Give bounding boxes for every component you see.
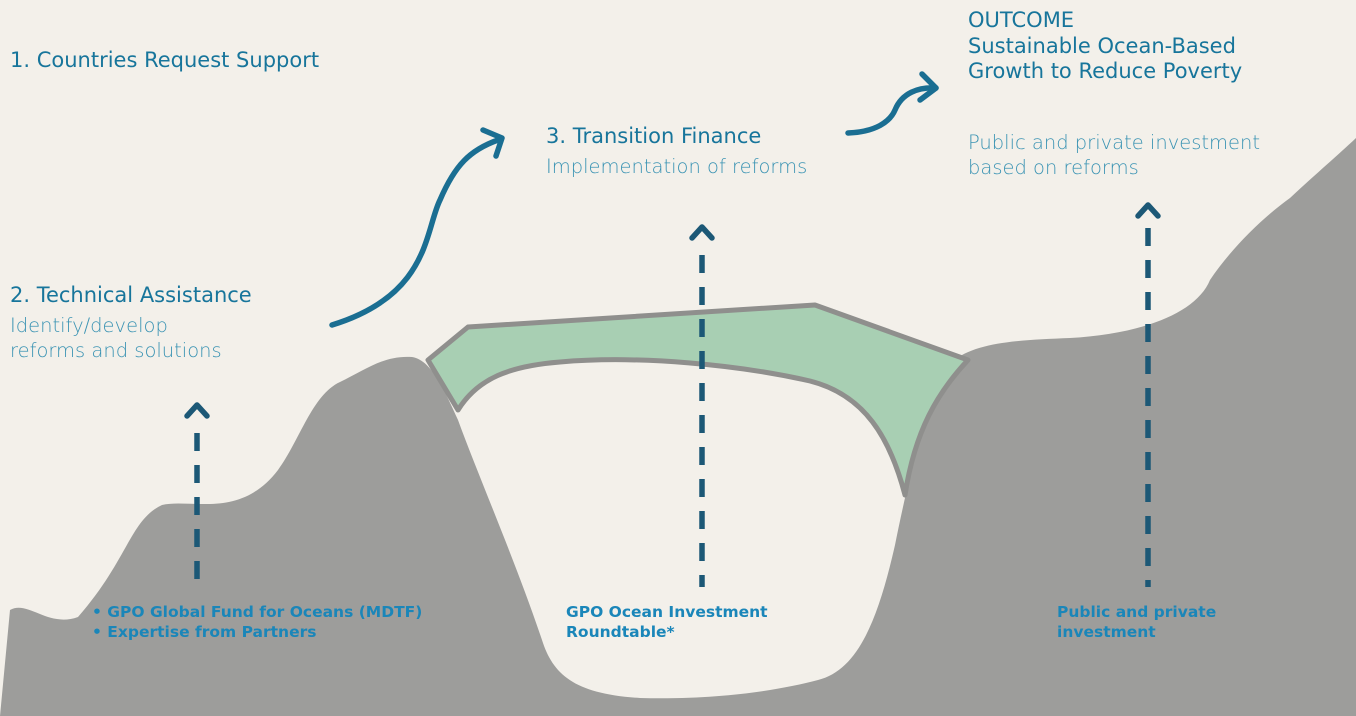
outcome-desc-line2: based on reforms — [968, 155, 1139, 179]
input-right: Public and private investment — [1057, 602, 1216, 642]
outcome-label: OUTCOME — [968, 8, 1075, 32]
input-right-line2: investment — [1057, 623, 1156, 642]
step2-desc: Identify/develop reforms and solutions — [10, 314, 222, 364]
outcome-line1: Sustainable Ocean-Based — [968, 33, 1236, 58]
step3-title: 3. Transition Finance — [546, 124, 762, 148]
dashed-up-arrow-icon — [184, 402, 210, 587]
input-left-line1: • GPO Global Fund for Oceans (MDTF) — [92, 603, 423, 621]
step1-title: 1. Countries Request Support — [10, 48, 320, 72]
outcome-line2: Growth to Reduce Poverty — [968, 59, 1243, 84]
outcome-desc: Public and private investment based on r… — [968, 131, 1260, 181]
step2-desc-line1: Identify/develop — [10, 314, 168, 337]
bridge — [425, 302, 971, 498]
curved-arrow-icon — [329, 127, 505, 328]
input-left-line2: • Expertise from Partners — [92, 623, 317, 642]
dashed-up-arrow-icon — [689, 224, 715, 587]
input-middle-line1: GPO Ocean Investment — [566, 603, 768, 621]
dashed-up-arrow-icon — [1135, 202, 1161, 587]
curved-arrow-icon — [845, 71, 939, 136]
step2-desc-line2: reforms and solutions — [10, 338, 222, 362]
input-middle-line2: Roundtable* — [566, 623, 675, 642]
input-middle: GPO Ocean Investment Roundtable* — [566, 602, 768, 642]
terrain-landscape — [0, 138, 1356, 716]
outcome-heading: OUTCOME Sustainable Ocean-Based Growth t… — [968, 8, 1242, 85]
step3-subtitle: Implementation of reforms — [546, 155, 808, 178]
step2-title: 2. Technical Assistance — [10, 283, 252, 307]
outcome-desc-line1: Public and private investment — [968, 131, 1261, 154]
input-right-line1: Public and private — [1057, 603, 1217, 621]
input-left: • GPO Global Fund for Oceans (MDTF) • Ex… — [92, 602, 422, 642]
